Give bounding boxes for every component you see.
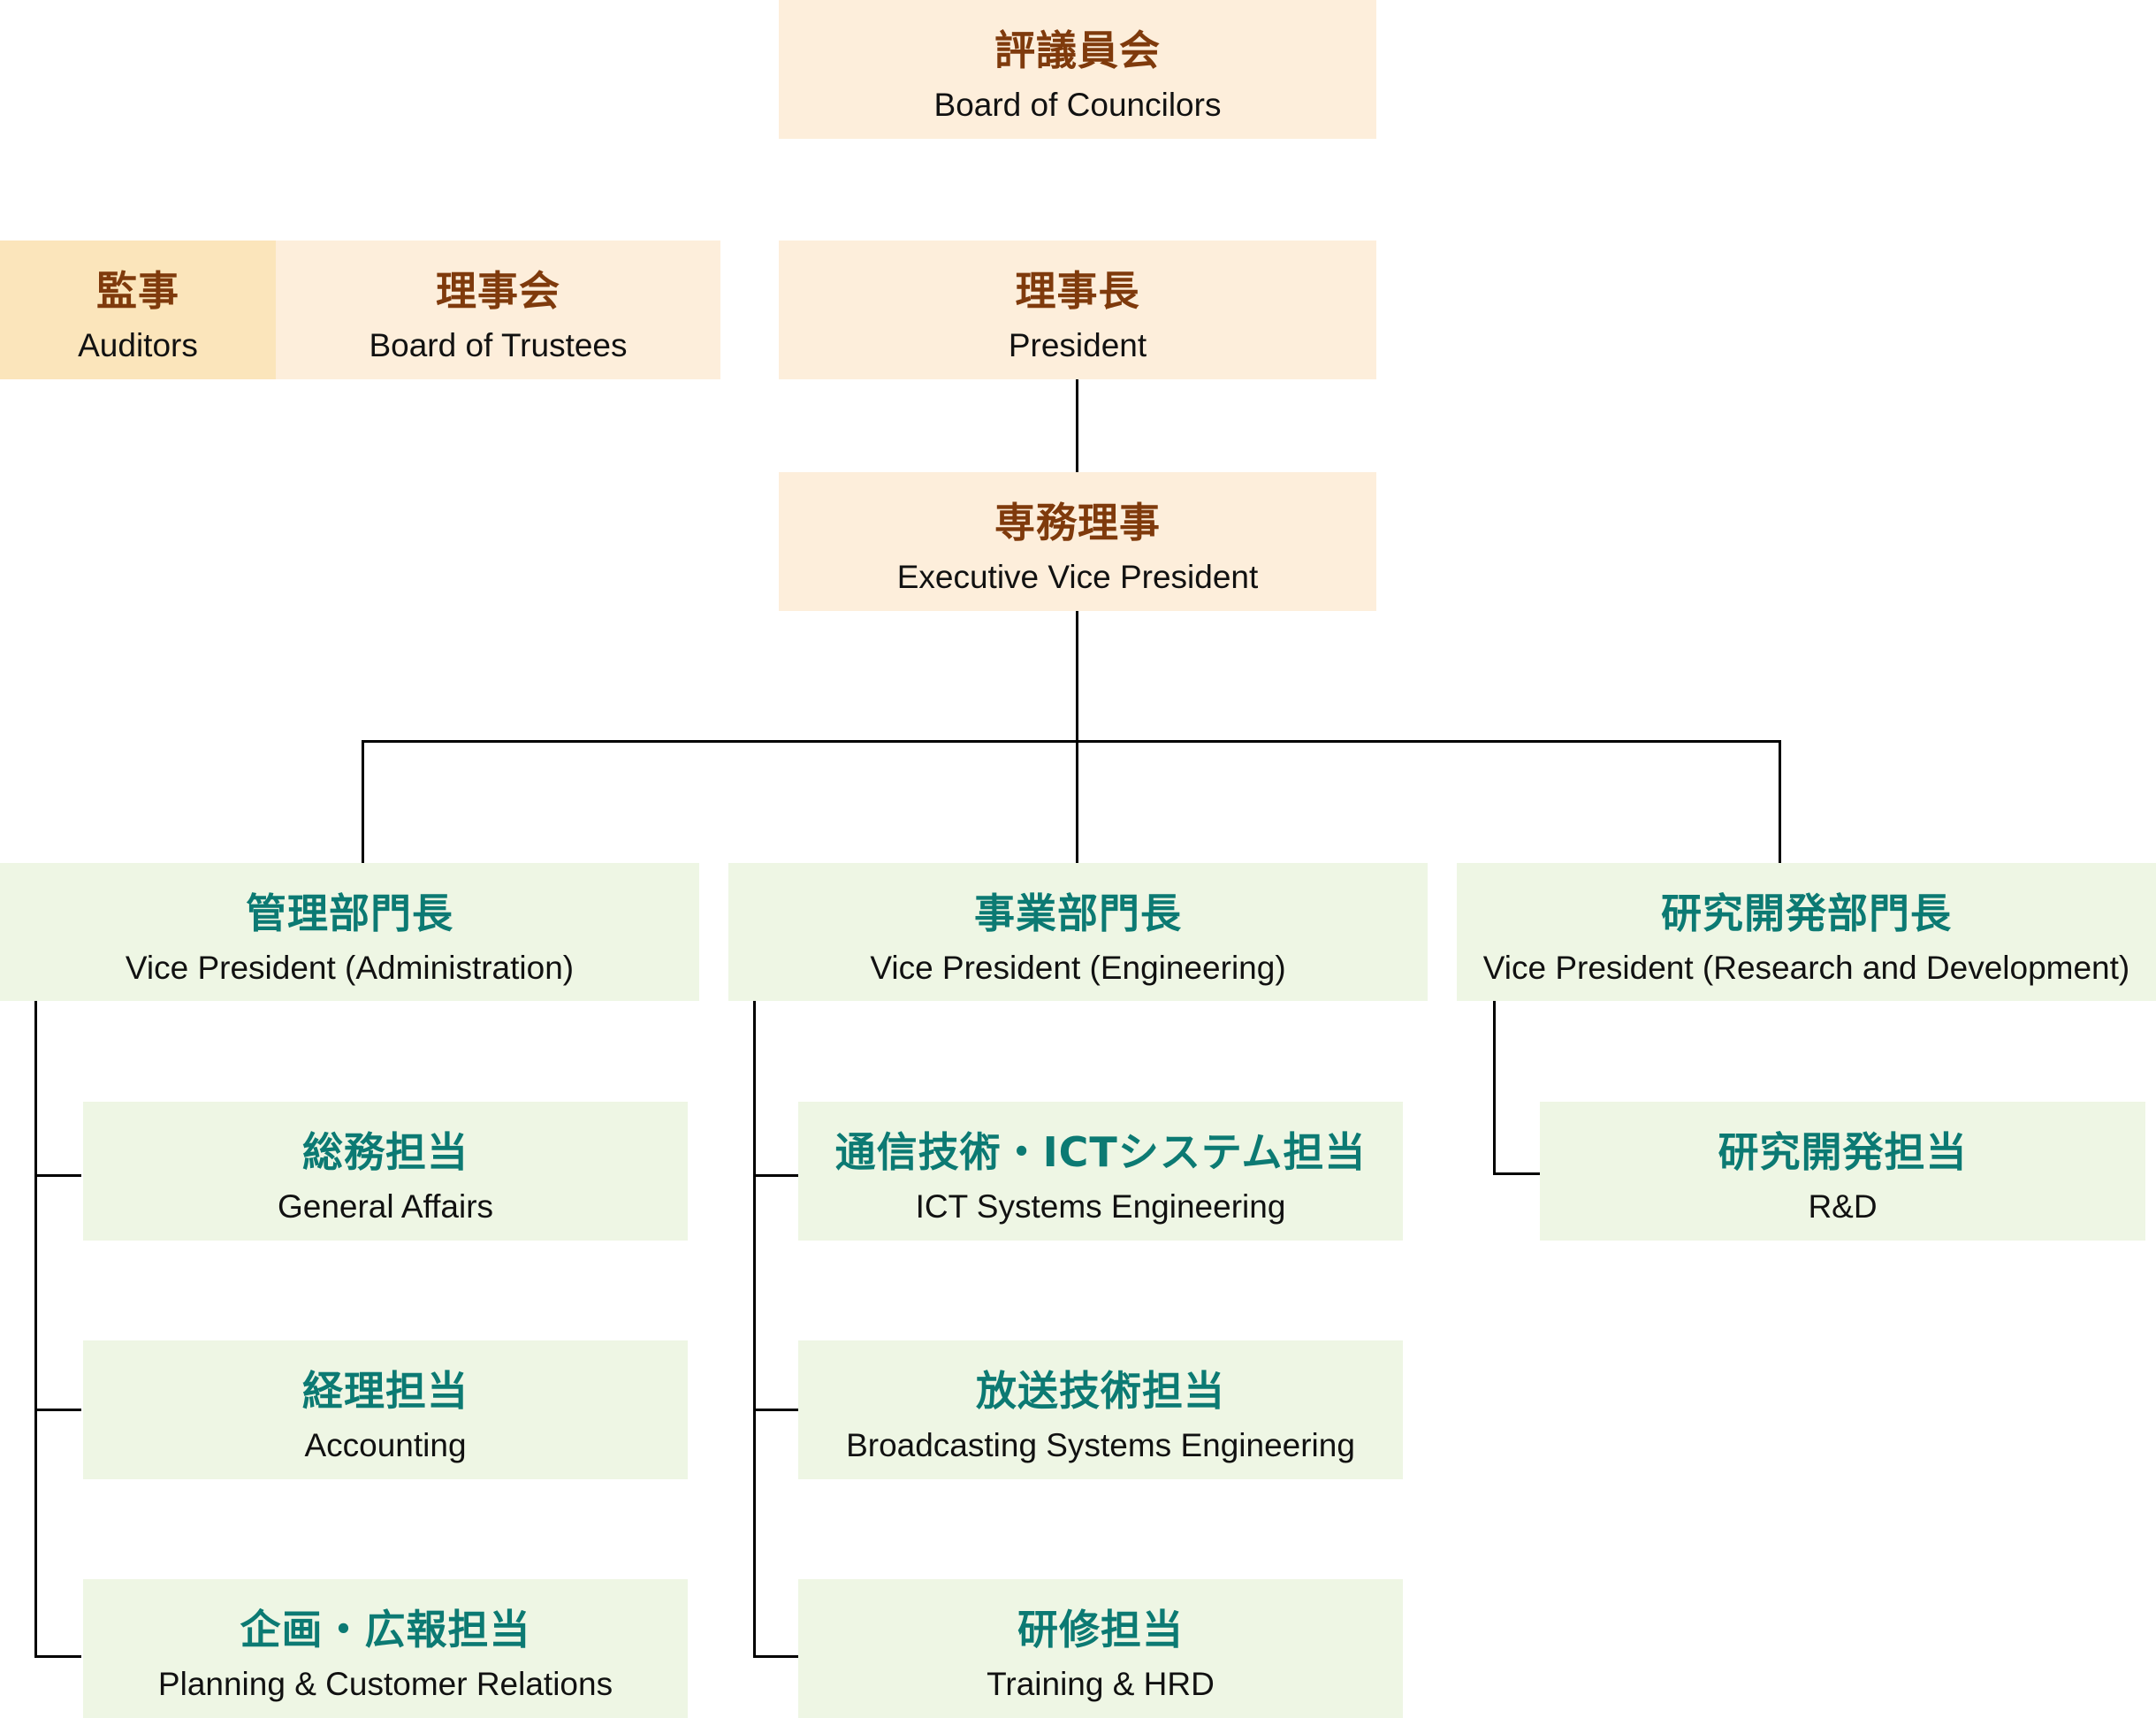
accounting-title-en: Accounting <box>304 1427 467 1463</box>
broadcasting-title-en: Broadcasting Systems Engineering <box>846 1427 1355 1463</box>
president-title-ja: 理事長 <box>1015 267 1140 315</box>
vp-administration-title-ja: 管理部門長 <box>246 890 453 937</box>
executive-vice-president-box: 専務理事 Executive Vice President <box>779 472 1376 611</box>
training-title-ja: 研修担当 <box>1017 1606 1184 1653</box>
board-of-councilors-title-en: Board of Councilors <box>933 87 1222 123</box>
connector-rd-unit-1 <box>1493 1172 1540 1175</box>
accounting-title-ja: 経理担当 <box>302 1367 469 1415</box>
accounting-box: 経理担当 Accounting <box>83 1340 688 1479</box>
board-of-trustees-title-ja: 理事会 <box>436 267 560 315</box>
connector-admin-unit-1 <box>34 1174 81 1177</box>
board-of-councilors-title-ja: 評議員会 <box>994 27 1161 74</box>
connector-division-admin <box>362 740 364 863</box>
connector-engineering-unit-1 <box>753 1174 798 1177</box>
rd-title-ja: 研究開発担当 <box>1718 1128 1968 1176</box>
rd-title-en: R&D <box>1808 1188 1878 1225</box>
vp-administration-box: 管理部門長 Vice President (Administration) <box>0 863 699 1001</box>
ict-systems-title-en: ICT Systems Engineering <box>915 1188 1286 1225</box>
connector-evp-trunk <box>1076 611 1078 863</box>
board-of-trustees-box: 理事会 Board of Trustees <box>276 241 720 379</box>
connector-admin-unit-3 <box>34 1655 81 1658</box>
board-of-trustees-title-en: Board of Trustees <box>369 327 628 363</box>
planning-title-en: Planning & Customer Relations <box>157 1666 613 1702</box>
vp-rd-title-ja: 研究開発部門長 <box>1661 890 1952 937</box>
general-affairs-title-en: General Affairs <box>277 1188 494 1225</box>
rd-box: 研究開発担当 R&D <box>1540 1102 2145 1241</box>
training-hrd-box: 研修担当 Training & HRD <box>798 1579 1403 1718</box>
board-of-councilors-box: 評議員会 Board of Councilors <box>779 0 1376 139</box>
planning-customer-relations-box: 企画・広報担当 Planning & Customer Relations <box>83 1579 688 1718</box>
connector-admin-spine <box>34 1001 37 1658</box>
vp-rd-title-en: Vice President (Research and Development… <box>1482 950 2130 986</box>
auditors-box: 監事 Auditors <box>0 241 276 379</box>
connector-engineering-unit-2 <box>753 1409 798 1411</box>
auditors-title-en: Auditors <box>78 327 198 363</box>
ict-systems-engineering-box: 通信技術・ICTシステム担当 ICT Systems Engineering <box>798 1102 1403 1241</box>
broadcasting-title-ja: 放送技術担当 <box>976 1367 1225 1415</box>
vp-engineering-title-en: Vice President (Engineering) <box>870 950 1286 986</box>
planning-title-ja: 企画・広報担当 <box>240 1606 531 1653</box>
vp-engineering-title-ja: 事業部門長 <box>974 890 1182 937</box>
connector-rd-spine <box>1493 1001 1496 1175</box>
general-affairs-title-ja: 総務担当 <box>302 1128 469 1176</box>
connector-division-bus <box>362 740 1781 743</box>
vp-research-development-box: 研究開発部門長 Vice President (Research and Dev… <box>1457 863 2156 1001</box>
connector-engineering-spine <box>753 1001 756 1658</box>
broadcasting-systems-engineering-box: 放送技術担当 Broadcasting Systems Engineering <box>798 1340 1403 1479</box>
connector-engineering-unit-3 <box>753 1655 798 1658</box>
vp-administration-title-en: Vice President (Administration) <box>125 950 575 986</box>
training-title-en: Training & HRD <box>987 1666 1215 1702</box>
connector-admin-unit-2 <box>34 1409 81 1411</box>
connector-president-evp <box>1076 379 1078 472</box>
evp-title-en: Executive Vice President <box>896 559 1259 595</box>
vp-engineering-box: 事業部門長 Vice President (Engineering) <box>728 863 1428 1001</box>
president-title-en: President <box>1008 327 1147 363</box>
connector-division-rd <box>1779 740 1781 863</box>
ict-systems-title-ja: 通信技術・ICTシステム担当 <box>834 1128 1367 1176</box>
president-box: 理事長 President <box>779 241 1376 379</box>
evp-title-ja: 専務理事 <box>994 499 1161 546</box>
general-affairs-box: 総務担当 General Affairs <box>83 1102 688 1241</box>
auditors-title-ja: 監事 <box>96 267 179 315</box>
